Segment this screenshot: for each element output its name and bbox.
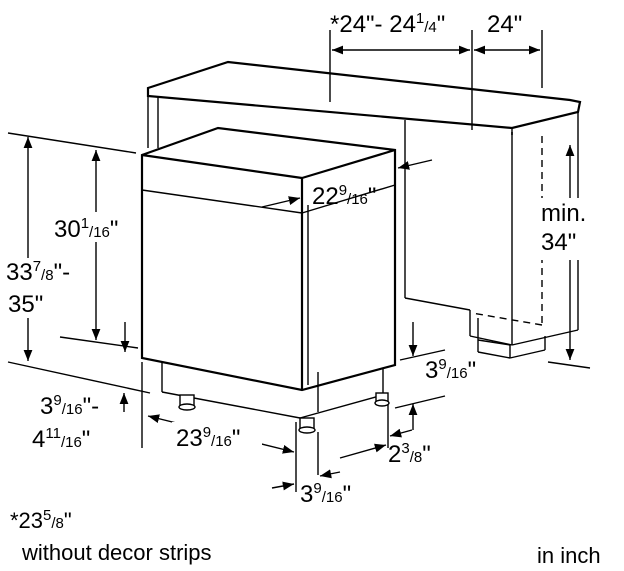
dimension-lines [7,30,591,492]
appliance-width-label: 239/16" [176,424,240,452]
min-height-label: min. [541,200,586,227]
foot-offset-label: 23/8" [388,440,431,468]
countertop-niche [146,60,582,359]
total-height-label: 337/8"- [6,258,70,286]
dishwasher-body [140,126,397,419]
min-height-value: 34" [541,229,576,256]
cabinet-depth-label: 24" [487,11,522,38]
total-height-value: 35" [8,291,43,318]
foot-depth-label: 39/16" [300,480,351,508]
decor-strip-note: *235/8" [10,507,72,533]
units-note: in inch [537,543,601,568]
appliance-depth-label: 229/16" [312,182,376,210]
dishwasher-feet [178,392,390,434]
plinth-height-right-label: 39/16" [425,356,476,384]
cabinet-width-label: *24"- 241/4" [330,10,445,38]
plinth-height-left-label: 39/16"- [40,392,99,420]
plinth-height-left-value: 411/16" [32,425,90,453]
decor-strip-note-text: without decor strips [21,540,212,565]
body-height-label: 301/16" [54,215,118,243]
